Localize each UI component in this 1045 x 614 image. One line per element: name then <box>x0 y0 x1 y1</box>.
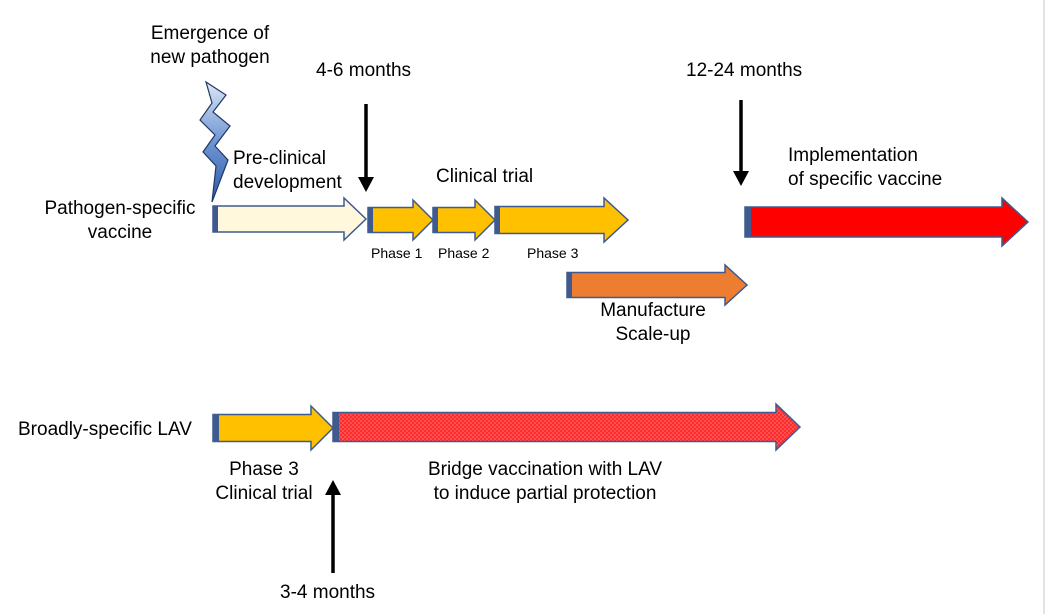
milestone-arrowhead-12-24 <box>733 171 749 186</box>
stage-label-clinical-trial: Clinical trial <box>436 166 534 187</box>
row-label-broadly-specific: Broadly-specific LAV <box>18 419 192 440</box>
stage-label-implementation: Implementation of specific vaccine <box>788 145 943 190</box>
milestone-label-3-4: 3-4 months <box>280 582 376 603</box>
stage-label-manufacture: Manufacture Scale-up <box>600 300 706 345</box>
phase2-arrow <box>432 198 497 242</box>
stage-label-phase3: Phase 3 <box>527 245 579 261</box>
milestone-label-4-6: 4-6 months <box>316 60 412 81</box>
milestone-label-12-24: 12-24 months <box>686 60 803 81</box>
lightning-bolt-icon <box>199 80 231 203</box>
manufacture-arrow <box>566 263 749 307</box>
event-label: Emergence of new pathogen <box>150 23 270 68</box>
milestone-arrowhead-4-6 <box>358 177 374 192</box>
phase3-arrow <box>494 196 630 244</box>
bridge-arrow <box>332 402 802 452</box>
stage-label-bridge: Bridge vaccination with LAV to induce pa… <box>427 459 663 504</box>
phase1-arrow <box>367 198 435 242</box>
milestone-arrowhead-3-4 <box>325 480 341 495</box>
preclinical-arrow <box>212 196 368 242</box>
stage-label-lav-phase3: Phase 3 Clinical trial <box>215 459 313 504</box>
implementation-arrow <box>744 196 1030 248</box>
stage-label-phase1: Phase 1 <box>371 245 423 261</box>
stage-label-preclinical: Pre-clinical development <box>233 148 342 193</box>
lav-phase3-arrow <box>212 404 335 452</box>
stage-label-phase2: Phase 2 <box>438 245 490 261</box>
window-edge <box>1043 0 1045 614</box>
row-label-pathogen-specific: Pathogen-specific vaccine <box>44 198 196 243</box>
